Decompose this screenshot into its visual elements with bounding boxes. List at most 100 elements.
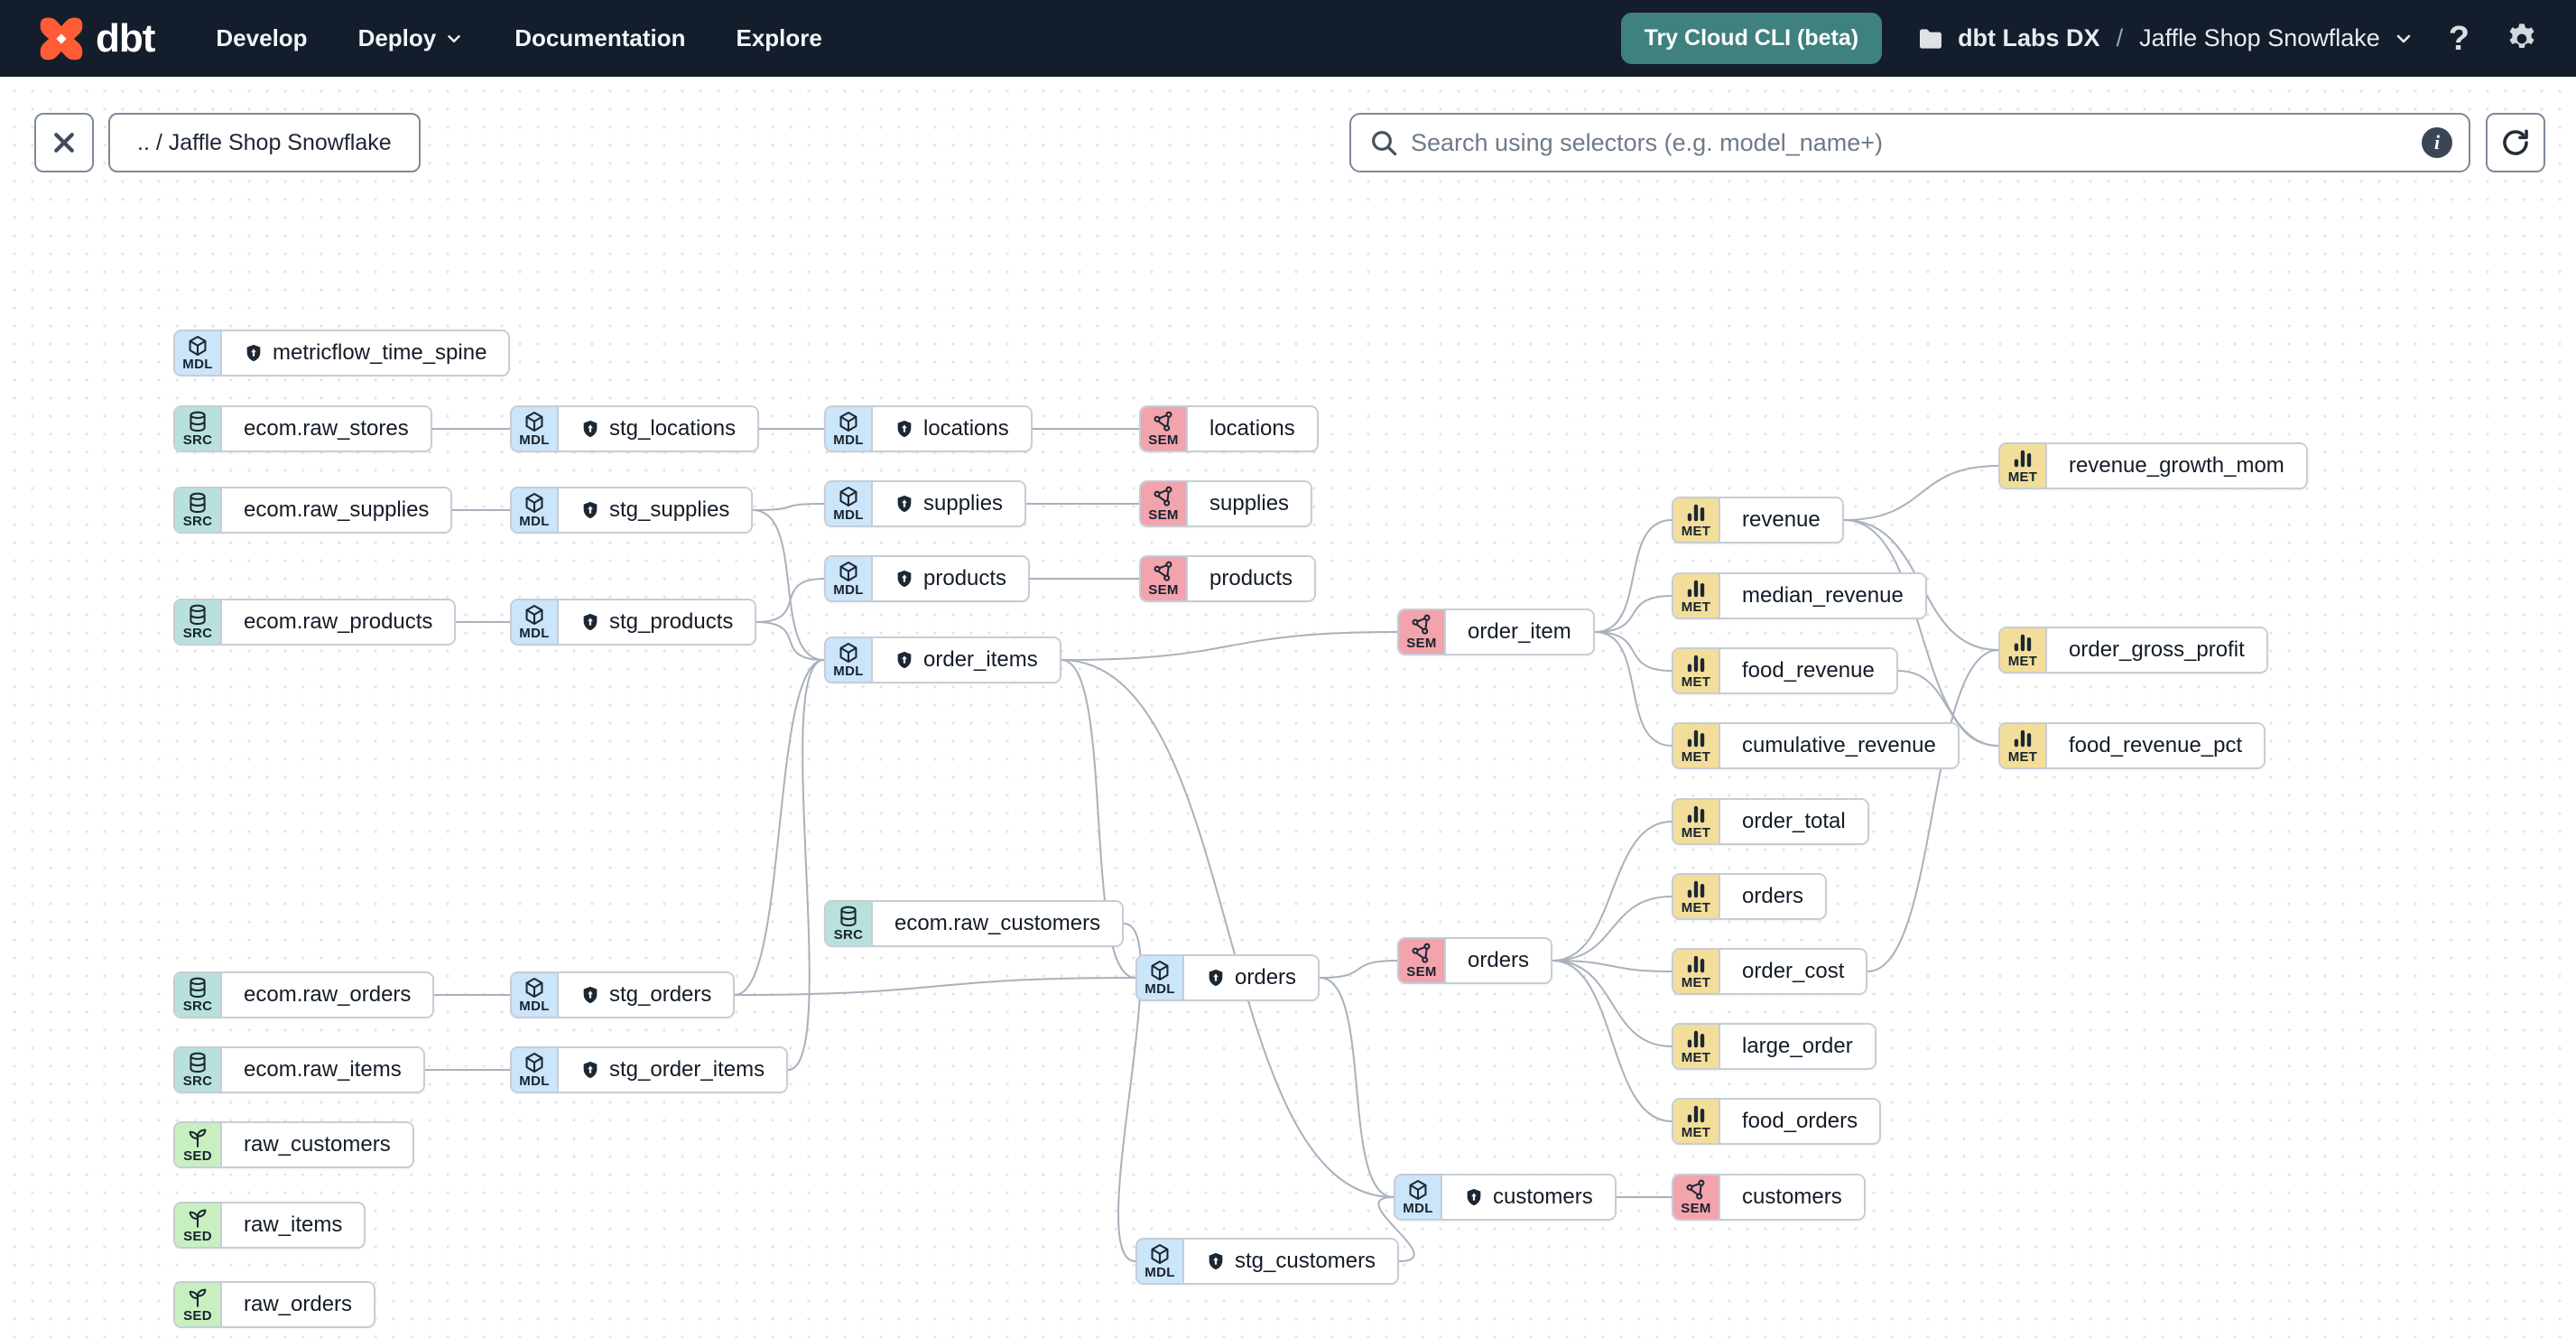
node-type-tag: SRC [182,999,213,1014]
node-label: orders [1184,956,1319,999]
node-type-tag: MDL [833,432,864,448]
edge-stg_products-to-mdl_products [755,578,825,623]
source-icon [186,491,209,515]
dbt-logo[interactable]: dbt [36,14,155,64]
refresh-button[interactable] [2486,113,2545,172]
close-button[interactable] [34,113,94,172]
node-label: ecom.raw_orders [222,973,433,1017]
account-name: dbt Labs DX [1958,24,2100,51]
brand-text: dbt [96,15,155,60]
nav-item-develop[interactable]: Develop [216,24,308,51]
info-icon[interactable]: i [2422,127,2452,158]
model-icon [523,603,546,627]
node-src_orders[interactable]: SRC ecom.raw_orders [173,971,435,1018]
model-icon-badge: MDL [512,488,559,532]
node-type-tag: SED [183,1308,212,1324]
node-label: raw_orders [222,1283,375,1326]
node-type-tag: MET [2007,749,2038,765]
node-label: revenue_growth_mom [2047,444,2306,488]
nav-item-deploy[interactable]: Deploy [358,24,465,52]
source-icon [186,976,209,999]
node-label: metricflow_time_spine [222,331,509,375]
node-sem_order_item[interactable]: SEM order_item [1397,609,1595,655]
project-picker[interactable]: dbt Labs DX / Jaffle Shop Snowflake [1916,24,2414,53]
node-label: revenue [1720,498,1842,542]
try-cloud-cli-button[interactable]: Try Cloud CLI (beta) [1620,13,1883,64]
lineage-edges [424,427,1999,1262]
node-label: raw_items [222,1203,365,1247]
metric-icon-badge: MET [1673,649,1720,692]
nav-item-documentation[interactable]: Documentation [514,24,686,51]
metric-icon [2011,447,2034,470]
metric-icon [1684,652,1708,675]
settings-gear-icon[interactable] [2504,21,2540,57]
node-type-tag: MDL [833,582,864,598]
node-label: order_cost [1720,950,1867,993]
source-icon-badge: SRC [175,1048,222,1092]
node-sed_raw_orders[interactable]: SED raw_orders [173,1281,376,1328]
node-type-tag: SEM [1406,636,1437,651]
nav-item-explore[interactable]: Explore [736,24,822,51]
node-label: median_revenue [1720,574,1925,618]
protected-shield-icon [897,570,912,588]
model-icon-badge: MDL [1395,1175,1442,1219]
source-icon [837,905,860,928]
edge-sem_order_item-to-met_food_revenue [1594,631,1673,672]
edge-mdl_stg_orders-to-mdl_orders [734,977,1136,996]
lineage-breadcrumb[interactable]: .. / Jaffle Shop Snowflake [108,113,421,172]
node-label: order_item [1446,610,1593,654]
node-type-tag: MDL [519,514,550,529]
node-type-tag: MET [1681,674,1711,690]
edge-met_order_cost-to-met_order_gross_profit [1867,649,1999,972]
help-icon[interactable]: ? [2448,19,2469,58]
source-icon-badge: SRC [175,488,222,532]
model-icon-badge: MDL [512,407,559,451]
model-icon [186,334,209,358]
node-type-tag: SRC [833,927,864,943]
node-type-tag: MDL [1403,1201,1433,1216]
metric-icon [1684,1027,1708,1051]
protected-shield-icon [897,651,912,669]
model-icon-badge: MDL [175,331,222,375]
search-input[interactable] [1411,128,2409,157]
metric-icon-badge: MET [1673,498,1720,542]
